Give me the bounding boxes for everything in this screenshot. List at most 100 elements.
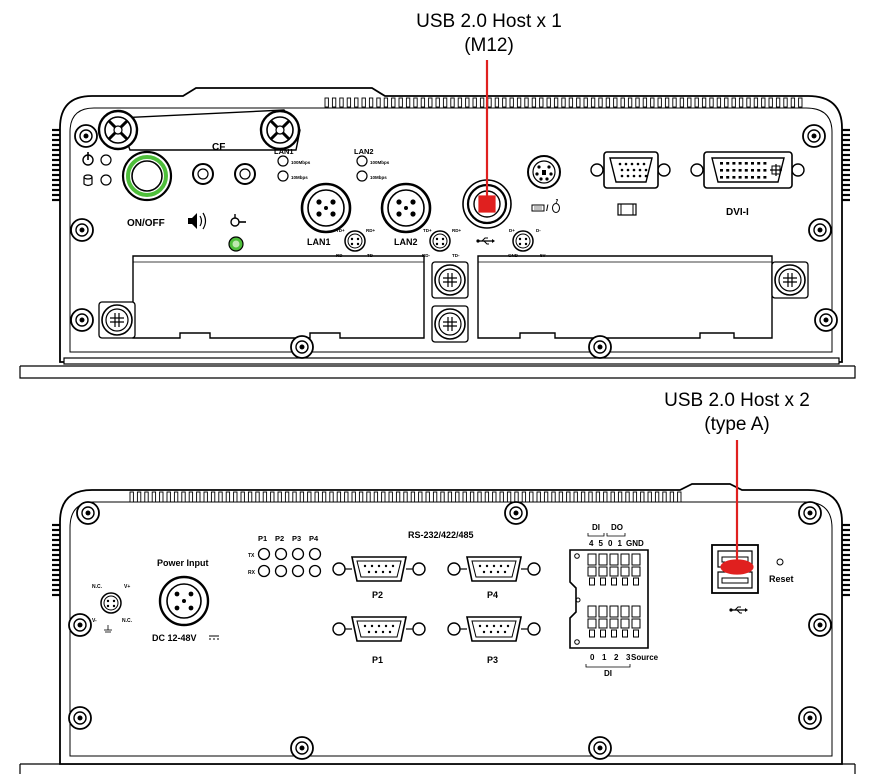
callout-usb-typea: USB 2.0 Host x 2 (type A) (640, 389, 834, 437)
power-pin-vplus: V+ (124, 584, 130, 590)
vent-slot (398, 97, 403, 108)
vent-slot (321, 491, 327, 503)
callout-usb-typea-title: USB 2.0 Host x 2 (664, 390, 810, 411)
vga-connector[interactable] (590, 151, 671, 189)
front-right-fins (842, 128, 850, 202)
lan2-label: LAN2 (394, 237, 418, 247)
vent-slot (336, 491, 342, 503)
cf-thumbscrew-left[interactable] (97, 109, 139, 151)
cf-thumbscrew-right[interactable] (259, 109, 301, 151)
lan2-m12-connector[interactable] (380, 182, 432, 234)
vent-slot (262, 491, 268, 503)
tx-led (291, 547, 305, 561)
rear-left-fins (52, 523, 60, 597)
power-input-connector[interactable] (158, 575, 210, 627)
terminal-clamp (622, 629, 628, 638)
dvi-pin (757, 176, 761, 179)
vent-slot (603, 491, 608, 503)
ps2-connector[interactable] (527, 155, 561, 189)
vent-slot (129, 491, 134, 503)
tx-led (308, 547, 322, 561)
vent-slot (388, 491, 393, 503)
tray-screw-left[interactable] (98, 301, 136, 339)
front-tray-left (132, 255, 425, 339)
vent-slot (403, 491, 408, 503)
vent-slot (580, 491, 586, 503)
vent-slot (716, 97, 722, 108)
vent-slot (472, 97, 477, 108)
vent-slot (351, 491, 356, 503)
terminal-screw-slot (609, 605, 619, 618)
tx-led (274, 547, 288, 561)
vent-slot (761, 97, 766, 108)
vent-slot (383, 97, 389, 108)
vent-slot (428, 97, 433, 108)
vent-slot (376, 97, 381, 108)
power-input-label: Power Input (157, 558, 209, 568)
audio-jack-2[interactable] (234, 163, 256, 185)
vent-slot (605, 97, 611, 108)
lan1-led-title: LAN1 (274, 147, 294, 156)
dvi-pin (726, 176, 730, 179)
vent-slot (314, 491, 319, 503)
bottom-screw (588, 335, 612, 359)
vent-slot (410, 491, 416, 503)
vent-slot (746, 97, 751, 108)
dvi-pin (751, 162, 754, 165)
tray-screw-right[interactable] (771, 261, 809, 299)
usb-typea-ports[interactable] (711, 544, 759, 594)
vent-slot (561, 97, 566, 108)
front-screw (70, 308, 94, 332)
vent-slot (277, 491, 282, 503)
vent-slot (292, 491, 297, 503)
vent-slot (650, 97, 655, 108)
reset-button[interactable] (776, 558, 784, 566)
rear-bottom-screw (290, 736, 314, 760)
onoff-label: ON/OFF (127, 218, 165, 229)
terminal-clamp (611, 577, 617, 586)
usb-pinout-icon (512, 230, 534, 252)
terminal-screw-slot (631, 553, 641, 566)
vent-slot (420, 97, 426, 108)
vent-slot (373, 491, 379, 503)
terminal-clamp (589, 629, 595, 638)
keyboard-mouse-icon: / (531, 199, 560, 213)
audio-jack-1[interactable] (192, 163, 214, 185)
terminal-bottom-number: 2 (614, 653, 619, 662)
vent-slot (484, 491, 490, 503)
terminal-wire-slot (620, 566, 630, 577)
vent-slot (366, 491, 371, 503)
vent-slot (492, 491, 497, 503)
dvi-pin (738, 176, 742, 179)
vent-slot (502, 97, 507, 108)
vent-slot (331, 97, 337, 108)
vga-icon (617, 203, 637, 216)
io-terminal-block[interactable] (569, 549, 649, 649)
terminal-clamp (633, 577, 639, 586)
lan2-10-label: 10Mbps (370, 175, 387, 180)
lan1-10-led (277, 170, 289, 182)
vent-slot (270, 491, 275, 503)
dvi-connector[interactable] (690, 151, 805, 189)
di-top-label: DI (592, 523, 600, 532)
lan2-pinout-icon (429, 230, 451, 252)
lan1-m12-connector[interactable] (300, 182, 352, 234)
vent-slot (506, 491, 512, 503)
vent-slot (477, 491, 482, 503)
tray-screw-center-bottom[interactable] (431, 305, 469, 343)
dvi-pin (726, 162, 730, 165)
tray-screw-center-top[interactable] (431, 261, 469, 299)
led-column-label: P2 (275, 534, 284, 543)
lan1-pin-tdp: TD+ (336, 228, 345, 233)
dvi-pin (744, 176, 748, 179)
power-button[interactable] (121, 150, 173, 202)
front-corner-screw (74, 124, 98, 148)
front-screw (814, 308, 838, 332)
power-pin-nc1: N.C. (92, 584, 103, 590)
vent-slot (361, 97, 366, 108)
vent-slot (462, 491, 467, 503)
dvi-pin (732, 176, 736, 179)
tx-led (257, 547, 271, 561)
vent-slot (669, 491, 675, 503)
